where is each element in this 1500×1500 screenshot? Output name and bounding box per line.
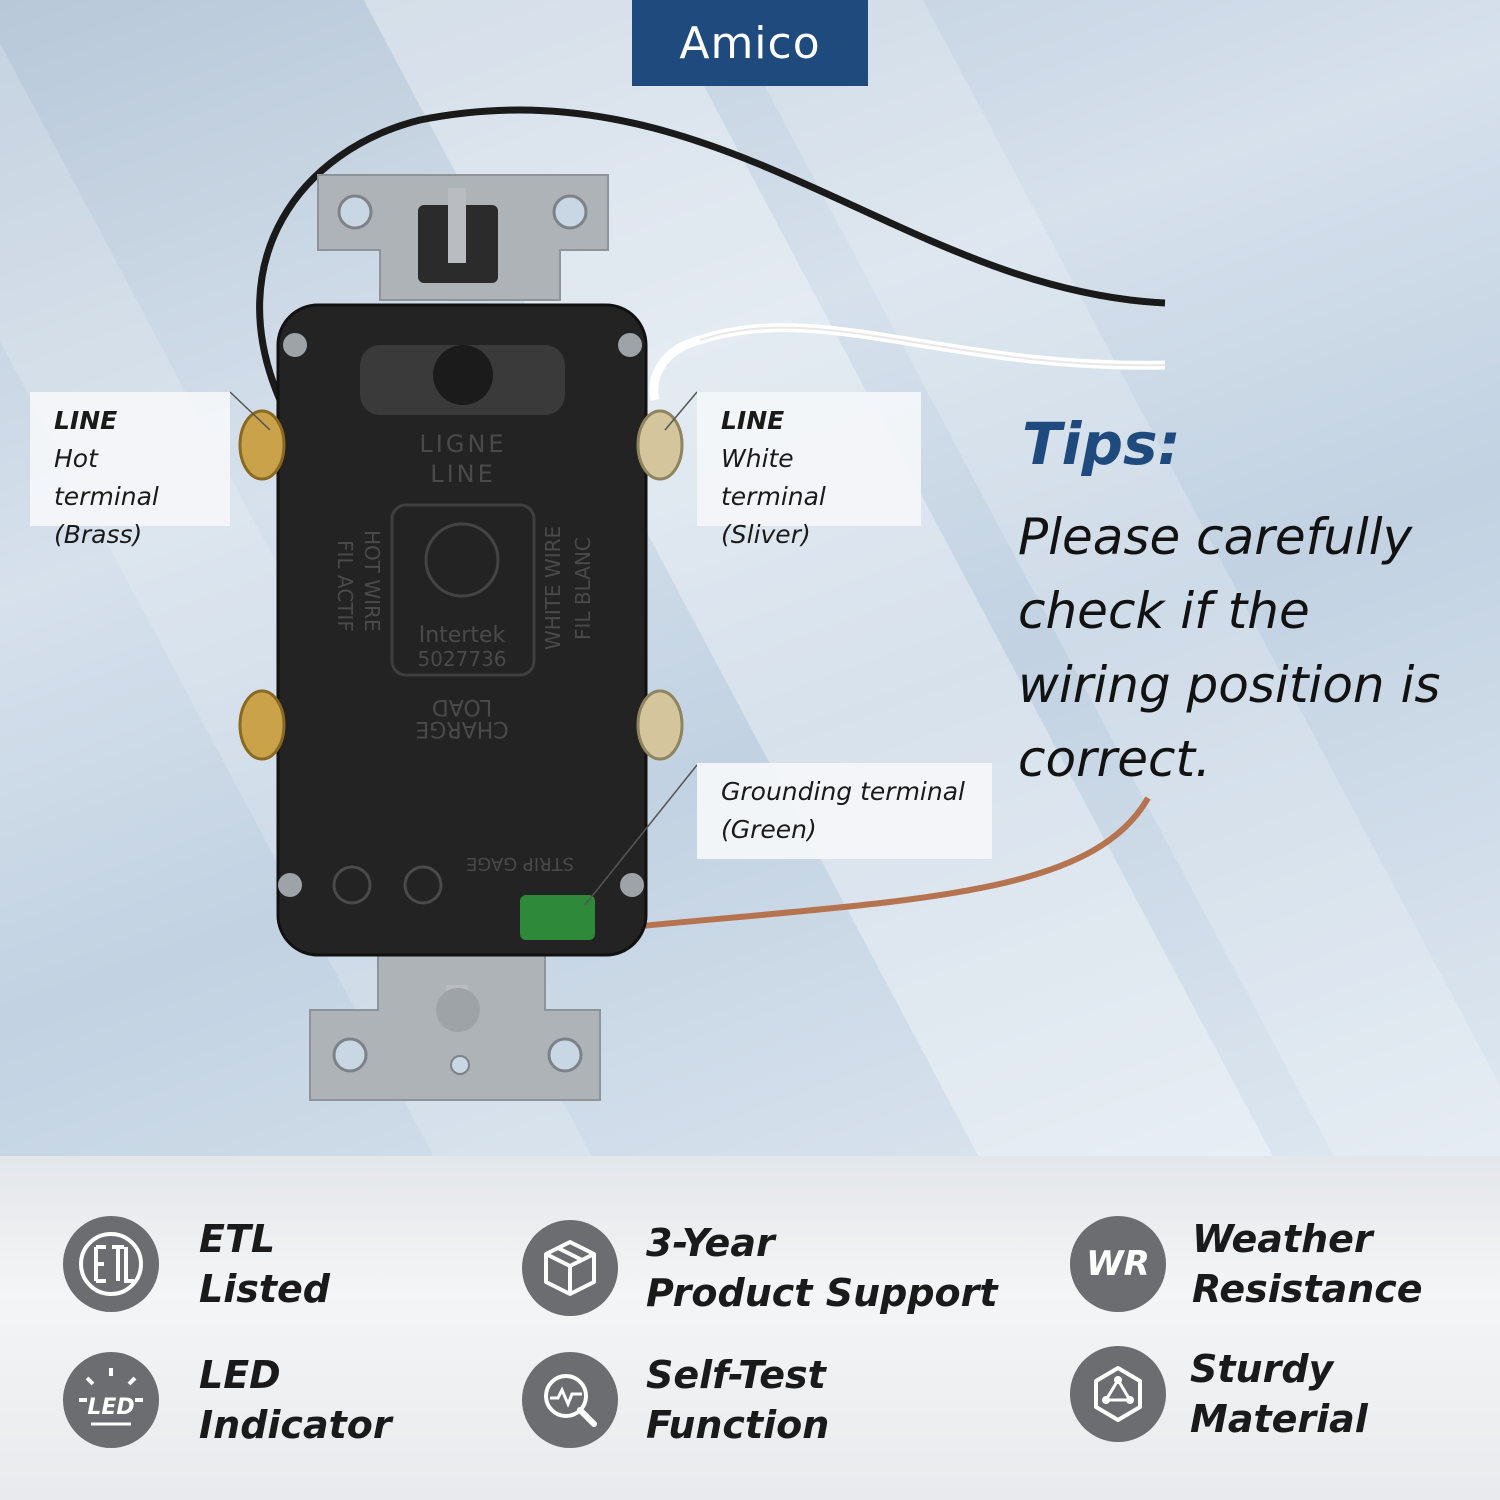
marking-fil-actif: FIL ACTIF xyxy=(333,540,357,632)
feature-weather-resistance: WR Weather Resistance xyxy=(1070,1214,1423,1314)
marking-cert-number: 5027736 xyxy=(417,647,506,671)
etl-icon xyxy=(63,1216,159,1312)
callout-line-hot-line1: Hot terminal xyxy=(54,444,159,511)
feature-led-indicator: LED LED Indicator xyxy=(63,1350,392,1450)
feature-label: ETL Listed xyxy=(199,1217,330,1311)
callout-ground: Grounding terminal (Green) xyxy=(697,763,992,859)
feature-strip: ETL Listed 3-Year Product Support WR Wea… xyxy=(0,1156,1500,1500)
brass-terminal-screw xyxy=(238,409,286,481)
material-icon xyxy=(1070,1346,1166,1442)
callout-line-white-line1: White terminal xyxy=(721,444,826,511)
led-icon-text: LED xyxy=(87,1395,134,1420)
feature-label: Self-Test Function xyxy=(646,1353,830,1447)
wr-icon: WR xyxy=(1070,1216,1166,1312)
callout-line-hot: LINE Hot terminal (Brass) xyxy=(30,392,230,549)
wr-icon-text: WR xyxy=(1086,1244,1150,1284)
feature-self-test: Self-Test Function xyxy=(522,1350,829,1450)
receptacle-body xyxy=(276,303,648,957)
tips-body: Please carefully check if the wiring pos… xyxy=(1018,508,1441,788)
led-icon: LED xyxy=(63,1352,159,1448)
box-icon xyxy=(522,1220,618,1316)
marking-charge: CHARGE xyxy=(415,716,508,741)
self-test-icon xyxy=(522,1352,618,1448)
marking-hot-wire: HOT WIRE xyxy=(360,530,384,632)
marking-white-wire: WHITE WIRE xyxy=(541,526,565,650)
silver-terminal-screw xyxy=(636,409,684,481)
feature-label: Weather Resistance xyxy=(1192,1217,1423,1311)
brand-logo-text: Amico xyxy=(679,17,821,69)
marking-fil-blanc: FIL BLANC xyxy=(571,537,595,640)
marking-line: LINE xyxy=(430,460,496,488)
marking-intertek: Intertek xyxy=(419,623,506,648)
feature-sturdy-material: Sturdy Material xyxy=(1070,1344,1368,1444)
receptacle-illustration: LIGNE LINE HOT WIRE FIL ACTIF WHITE WIRE… xyxy=(229,106,1166,1101)
brand-logo: Amico xyxy=(632,0,868,86)
brass-terminal-screw xyxy=(238,689,286,761)
callout-line-white-line2: (Sliver) xyxy=(721,520,811,549)
hot-wire xyxy=(256,106,1166,402)
feature-etl-listed: ETL Listed xyxy=(63,1214,330,1314)
callout-line-white: LINE White terminal (Sliver) xyxy=(697,392,921,549)
callout-line-white-title: LINE xyxy=(721,406,785,435)
feature-label: 3-Year Product Support xyxy=(646,1221,998,1315)
tips-title: Tips: xyxy=(1022,410,1181,478)
feature-label: Sturdy Material xyxy=(1190,1347,1368,1441)
callout-ground-line2: (Green) xyxy=(721,815,817,844)
callout-line-hot-line2: (Brass) xyxy=(54,520,143,549)
silver-terminal-screw xyxy=(636,689,684,761)
feature-label: LED Indicator xyxy=(199,1353,392,1447)
callout-ground-line1: Grounding terminal xyxy=(721,777,965,806)
marking-ligne: LIGNE xyxy=(419,430,506,458)
product-scene: LIGNE LINE HOT WIRE FIL ACTIF WHITE WIRE… xyxy=(0,0,1500,1160)
marking-load: LOAD xyxy=(432,694,492,719)
ground-terminal xyxy=(520,895,595,940)
feature-product-support: 3-Year Product Support xyxy=(522,1218,998,1318)
callout-line-hot-title: LINE xyxy=(54,406,118,435)
ground-wire xyxy=(599,796,1151,933)
marking-strip-gage: STRIP GAGE xyxy=(466,853,574,874)
